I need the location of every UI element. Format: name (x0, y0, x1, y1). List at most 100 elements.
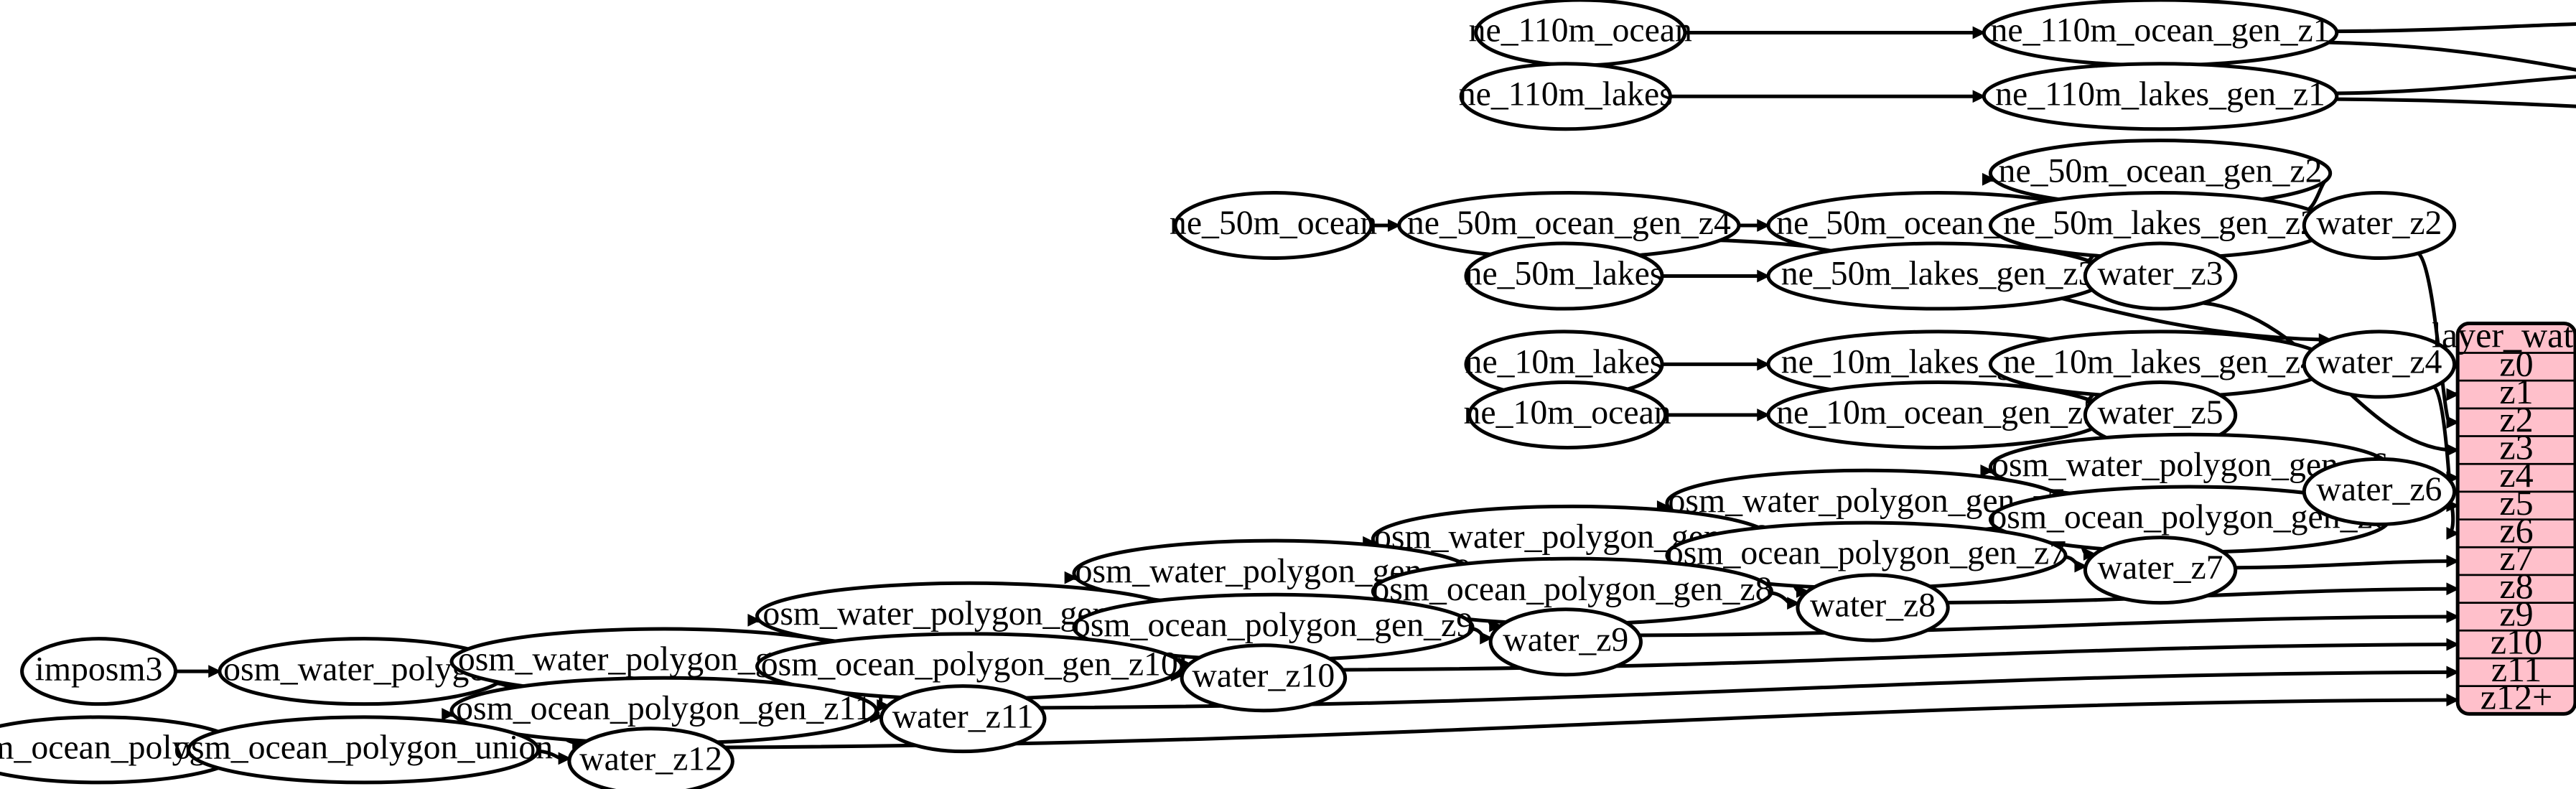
node-osm_ocean_polygon_gen_z11[interactable]: osm_ocean_polygon_gen_z11 (449, 676, 879, 745)
node-osm_ocean_polygon_gen_z10[interactable]: osm_ocean_polygon_gen_z10 (755, 632, 1184, 701)
arrow-head-icon (2446, 582, 2460, 596)
node-ne_50m_lakes_gen_z2[interactable]: ne_50m_lakes_gen_z2 (1988, 190, 2333, 261)
node-ne_50m_lakes[interactable]: ne_50m_lakes (1464, 241, 1664, 311)
node-water_z7[interactable]: water_z7 (2083, 536, 2238, 605)
edge-line (2335, 97, 2576, 108)
arrow-head-icon (1980, 464, 1994, 477)
node-label: water_z3 (2098, 255, 2223, 293)
node-ne_50m_ocean[interactable]: ne_50m_ocean (1170, 190, 1377, 261)
node-osm_water_polygon_gen_z7[interactable]: osm_water_polygon_gen_z7 (1665, 468, 2068, 538)
node-ne_50m_ocean_gen_z2[interactable]: ne_50m_ocean_gen_z2 (1988, 139, 2333, 208)
record-row-z11[interactable]: z11 (2491, 649, 2542, 689)
node-ne_10m_ocean_gen_z5[interactable]: ne_10m_ocean_gen_z5 (1766, 380, 2110, 449)
node-osm_water_polygon[interactable]: osm_water_polygon (218, 637, 509, 706)
node-shape (2302, 330, 2457, 399)
node-osm_ocean_polygon[interactable]: osm_ocean_polygon (0, 715, 245, 785)
node-osm_ocean_polygon_gen_z8[interactable]: osm_ocean_polygon_gen_z8 (1371, 556, 1774, 626)
node-water_z12[interactable]: water_z12 (567, 727, 734, 789)
node-water_z11[interactable]: water_z11 (879, 684, 1047, 754)
record-row-z8[interactable]: z8 (2499, 566, 2533, 606)
edge-line (1639, 615, 2450, 638)
node-label: water_z10 (1192, 656, 1335, 694)
node-ne_10m_lakes[interactable]: ne_10m_lakes (1464, 330, 1664, 399)
record-row-z1[interactable]: z1 (2499, 371, 2533, 411)
record-node-layer-water[interactable]: layer_waterz0z1z2z3z4z5z6z7z8z9z10z11z12… (2432, 315, 2576, 717)
edge-ne_110m_ocean_gen_z1-to-water_z1 (2328, 40, 2576, 72)
arrow-head-icon (2446, 416, 2460, 429)
node-ne_110m_lakes[interactable]: ne_110m_lakes (1459, 62, 1673, 131)
node-label: water_z4 (2316, 343, 2442, 381)
record-row-z4[interactable]: z4 (2499, 454, 2533, 495)
edge-line (2417, 251, 2451, 424)
arrow-head-icon (1972, 90, 1986, 103)
node-label: ne_10m_lakes (1465, 343, 1663, 381)
arrow-head-icon (1388, 219, 1401, 232)
record-row-z3[interactable]: z3 (2499, 426, 2533, 467)
node-label: water_z6 (2316, 470, 2442, 508)
record-row-z0[interactable]: z0 (2499, 343, 2533, 383)
node-label: osm_ocean_polygon_gen_z8 (1372, 570, 1772, 608)
node-ne_110m_ocean[interactable]: ne_110m_ocean (1469, 0, 1692, 67)
node-ne_10m_ocean[interactable]: ne_10m_ocean (1464, 380, 1671, 449)
node-label: osm_ocean_polygon_gen_z11 (456, 689, 872, 727)
edge-osm_ocean_polygon_gen_z8-to-water_z8 (1770, 591, 1801, 610)
node-water_z10[interactable]: water_z10 (1180, 643, 1348, 713)
edge-line (2335, 75, 2576, 95)
node-water_z5[interactable]: water_z5 (2083, 380, 2238, 449)
edge-line (2328, 40, 2576, 72)
node-label: ne_110m_ocean (1469, 11, 1692, 50)
node-ne_110m_lakes_gen_z1[interactable]: ne_110m_lakes_gen_z1 (1982, 62, 2339, 131)
node-shape (1796, 573, 1950, 643)
node-water_z2[interactable]: water_z2 (2302, 190, 2457, 261)
record-row-z12+[interactable]: z12+ (2481, 677, 2553, 717)
arrow-head-icon (1757, 358, 1770, 371)
arrow-head-icon (2446, 694, 2460, 706)
node-label: water_z12 (579, 739, 722, 778)
node-shape (2083, 536, 2238, 605)
edge-line (2336, 22, 2576, 34)
arrow-head-icon (2446, 527, 2460, 540)
arrow-head-icon (1757, 408, 1770, 421)
node-water_z3[interactable]: water_z3 (2083, 241, 2238, 311)
node-label: water_z2 (2316, 204, 2442, 242)
node-ne_110m_ocean_gen_z1[interactable]: ne_110m_ocean_gen_z1 (1982, 0, 2339, 67)
arrow-head-icon (2074, 559, 2088, 573)
node-label: ne_110m_lakes (1459, 75, 1673, 113)
edge-ne_110m_ocean-to-ne_110m_ocean_gen_z1 (1684, 26, 1986, 39)
node-water_z4[interactable]: water_z4 (2302, 330, 2457, 399)
node-osm_ocean_polygon_gen_z9[interactable]: osm_ocean_polygon_gen_z9 (1072, 592, 1475, 662)
node-osm_ocean_polygon_union[interactable]: osm_ocean_polygon_union (174, 715, 553, 785)
node-shape (1982, 62, 2339, 131)
edge-line (2235, 559, 2450, 570)
edge-ne_10m_ocean-to-ne_10m_ocean_gen_z5 (1665, 408, 1770, 421)
node-label: ne_50m_lakes_gen_z2 (2003, 204, 2318, 242)
node-shape (20, 637, 177, 706)
edge-ne_50m_ocean-to-ne_50m_ocean_gen_z4 (1371, 219, 1401, 232)
node-label: water_z8 (1810, 587, 1936, 625)
record-row-z5[interactable]: z5 (2499, 482, 2533, 523)
node-label: ne_50m_ocean_gen_z2 (1999, 151, 2323, 190)
record-row-z6[interactable]: z6 (2499, 510, 2533, 551)
node-label: osm_ocean_polygon_gen_z7 (1666, 534, 2066, 572)
node-label: ne_10m_ocean (1464, 393, 1671, 431)
node-shape (567, 727, 734, 789)
node-osm_ocean_polygon_gen_z7[interactable]: osm_ocean_polygon_gen_z7 (1665, 520, 2068, 590)
record-row-z2[interactable]: z2 (2499, 399, 2533, 439)
node-label: water_z11 (892, 697, 1034, 735)
node-imposm3[interactable]: imposm3 (20, 637, 177, 706)
record-row-z9[interactable]: z9 (2499, 594, 2533, 634)
node-water_z6[interactable]: water_z6 (2302, 457, 2457, 526)
node-label: osm_ocean_polygon_gen_z9 (1073, 606, 1473, 644)
record-row-z7[interactable]: z7 (2499, 538, 2533, 578)
node-label: ne_50m_ocean (1170, 204, 1377, 242)
arrow-head-icon (2446, 610, 2460, 623)
record-row-z10[interactable]: z10 (2491, 621, 2542, 661)
node-ne_50m_ocean_gen_z4[interactable]: ne_50m_ocean_gen_z4 (1397, 190, 1741, 261)
node-ne_50m_lakes_gen_z3[interactable]: ne_50m_lakes_gen_z3 (1766, 241, 2110, 311)
node-water_z8[interactable]: water_z8 (1796, 573, 1950, 643)
node-water_z9[interactable]: water_z9 (1488, 607, 1643, 677)
edge-water_z7-to-layer_water-z7 (2235, 554, 2460, 570)
arrow-head-icon (1064, 571, 1078, 584)
